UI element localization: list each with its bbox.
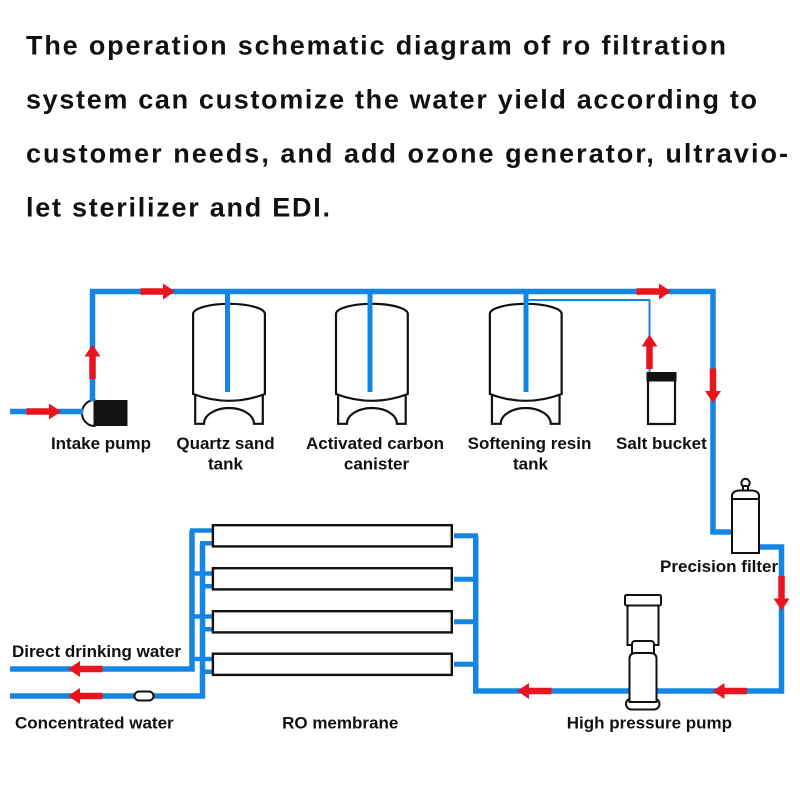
svg-text:Concentrated water: Concentrated water — [15, 714, 174, 733]
svg-text:Precision filter: Precision filter — [660, 557, 778, 576]
svg-text:The operation schematic diagra: The operation schematic diagram of ro fi… — [26, 31, 726, 61]
svg-text:canister: canister — [344, 454, 410, 473]
svg-text:RO membrane: RO membrane — [282, 714, 398, 733]
svg-text:Direct drinking water: Direct drinking water — [12, 642, 181, 661]
svg-text:Activated carbon: Activated carbon — [306, 434, 444, 453]
svg-text:Quartz sand: Quartz sand — [176, 434, 274, 453]
svg-text:High pressure pump: High pressure pump — [567, 713, 732, 732]
svg-text:Softening resin: Softening resin — [468, 434, 592, 453]
svg-text:Intake pump: Intake pump — [51, 434, 151, 453]
svg-text:let sterilizer and EDI.: let sterilizer and EDI. — [26, 193, 330, 223]
svg-text:tank: tank — [208, 454, 244, 473]
svg-text:tank: tank — [513, 454, 549, 473]
svg-text:Salt bucket: Salt bucket — [616, 434, 707, 453]
svg-text:system can customize the water: system can customize the water yield acc… — [26, 85, 757, 115]
svg-text:customer needs, and add ozone: customer needs, and add ozone generator,… — [26, 139, 788, 169]
